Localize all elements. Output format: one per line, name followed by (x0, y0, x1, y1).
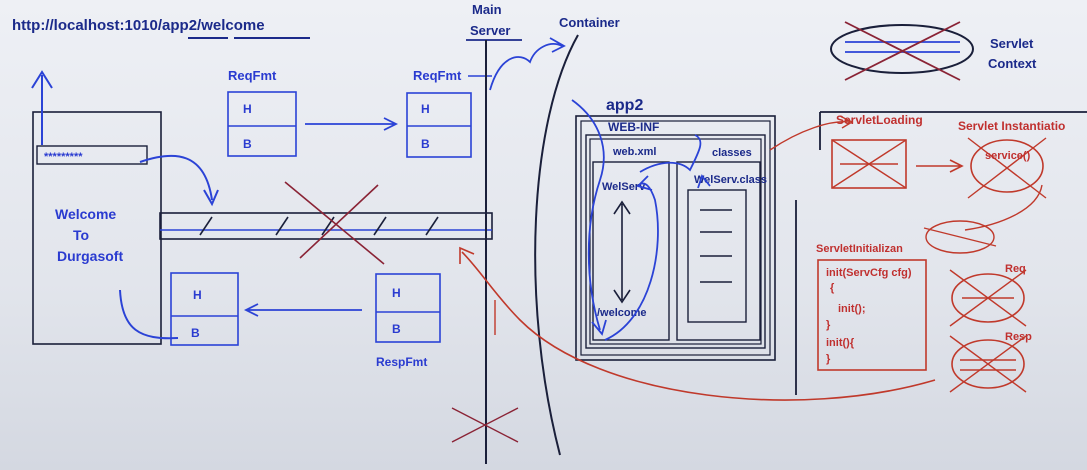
welserv-label: WelServ (602, 181, 646, 193)
servlet-instantiation-label: Servlet Instantiatio (958, 119, 1065, 133)
svg-text:H: H (193, 288, 202, 302)
main-server-label-line2: Server (470, 23, 510, 38)
respfmt-arrow (243, 303, 362, 317)
reqfmt-box-1: H B (227, 91, 297, 157)
init-code-box (817, 259, 927, 371)
web-inf-box (585, 134, 766, 349)
container-flow-curve-3 (639, 134, 711, 189)
container-boundary (534, 34, 579, 456)
network-pipe (159, 181, 493, 265)
servlet-lifecycle-panel (795, 111, 1087, 395)
response-arrow-curve (119, 289, 179, 340)
web-xml-box (592, 161, 670, 341)
resp-label: Resp (1005, 331, 1032, 343)
browser-text-durgasoft: Durgasoft (57, 248, 123, 264)
servlet-initialization-label: ServletInitializan (816, 243, 903, 255)
svg-text:B: B (392, 322, 401, 336)
resp-ellipse (949, 335, 1027, 393)
container-label: Container (559, 15, 620, 30)
req-ellipse (949, 269, 1027, 327)
req-label: Req (1005, 263, 1026, 275)
servlet-context-label-line2: Context (988, 56, 1037, 71)
browser-text-to: To (73, 227, 89, 243)
svg-text:H: H (392, 286, 401, 300)
init-code-line2: { (830, 282, 835, 294)
init-code-line1: init(ServCfg cfg) (826, 267, 912, 279)
service-ellipse (967, 137, 1047, 199)
container-flow-curve-2 (604, 175, 659, 341)
init-code-line3: init(); (838, 303, 865, 315)
address-bar-stars: ********* (44, 151, 83, 163)
svg-text:B: B (421, 137, 430, 151)
servlet-loading-label: ServletLoading (836, 113, 923, 127)
servlet-loading-box (831, 139, 907, 189)
init-ellipse (923, 220, 997, 254)
classes-box (676, 161, 761, 341)
response-return-curve (459, 246, 936, 401)
url-text: http://localhost:1010/app2/welcome (12, 17, 265, 34)
classes-label: classes (712, 147, 752, 159)
init-code-line5: init(){ (826, 337, 855, 349)
svg-text:B: B (243, 137, 252, 151)
web-inf-label: WEB-INF (608, 120, 659, 134)
loading-to-instantiation-arrow (916, 159, 964, 173)
up-arrow (31, 70, 53, 145)
svg-text:H: H (243, 102, 252, 116)
welserv-class-label: WelServ.class (694, 174, 767, 186)
servlet-context-ellipse (830, 21, 974, 81)
app2-label: app2 (606, 97, 643, 114)
init-code-line4: } (826, 319, 831, 331)
svg-text:H: H (421, 102, 430, 116)
svg-text:B: B (191, 326, 200, 340)
hb-box-response-client: H B (170, 272, 239, 346)
reqfmt-box-2: H B (406, 92, 472, 158)
browser-window: ********* Welcome To Durgasoft (32, 111, 162, 345)
server-to-container-arrow (489, 37, 566, 91)
init-code-line6: } (826, 353, 831, 365)
web-xml-label: web.xml (612, 146, 656, 158)
app2-box (575, 115, 776, 361)
servlet-context-label-line1: Servlet (990, 36, 1034, 51)
container-flow-curve-1 (571, 99, 607, 336)
reqfmt-label-1: ReqFmt (228, 68, 277, 83)
reqfmt-arrow (305, 117, 399, 131)
request-down-arrow (139, 154, 219, 207)
main-server-label-line1: Main (472, 2, 502, 17)
browser-text-welcome: Welcome (55, 206, 116, 222)
service-method-label: service() (985, 150, 1031, 162)
reqfmt-label-2: ReqFmt (413, 68, 462, 83)
respfmt-label: RespFmt (376, 355, 427, 369)
respfmt-box: H B (375, 273, 441, 343)
mapping-double-arrow (613, 200, 631, 304)
